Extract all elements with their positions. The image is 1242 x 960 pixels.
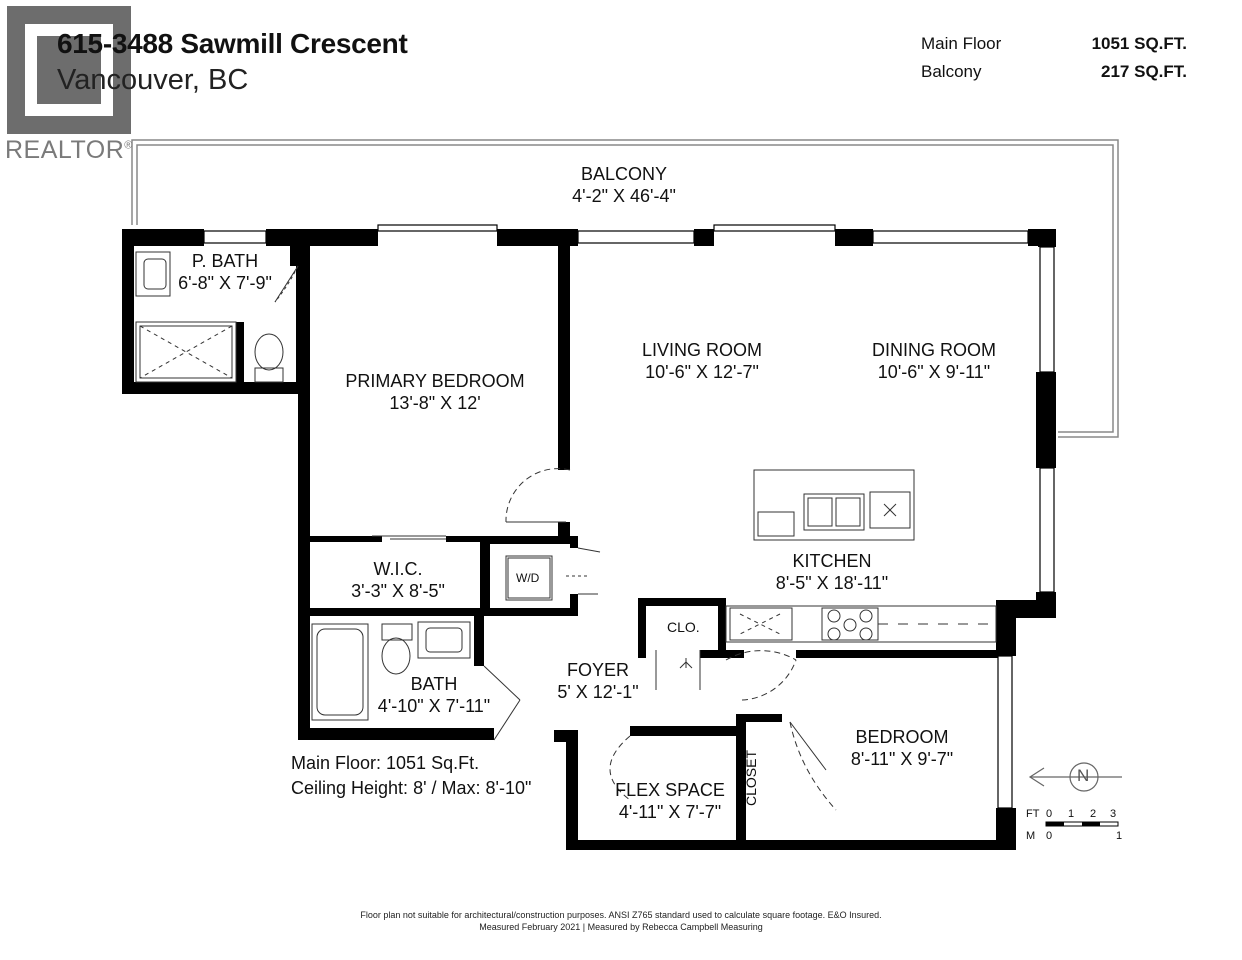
balcony-outline bbox=[131, 139, 1119, 438]
interior-walls bbox=[236, 246, 1006, 844]
room-dims: 8'-5" X 18'-11" bbox=[775, 573, 889, 593]
area-value-main-floor: 1051 SQ.FT. bbox=[1091, 34, 1187, 53]
wd-fixture bbox=[505, 547, 601, 601]
scale-ft-label: FT bbox=[1026, 808, 1040, 820]
room-dims: 4'-10" X 7'-11" bbox=[377, 696, 491, 716]
room-name: PRIMARY BEDROOM bbox=[345, 371, 525, 391]
door-swings bbox=[274, 265, 837, 811]
room-name: BALCONY bbox=[580, 164, 668, 184]
room-name: P. BATH bbox=[191, 251, 259, 271]
measured-by-text: Measured February 2021 | Measured by Reb… bbox=[479, 922, 763, 932]
closet-vertical-label: CLOSET bbox=[743, 749, 759, 806]
scale-ft-tick: 3 bbox=[1110, 808, 1117, 820]
closet-label: CLO. bbox=[667, 619, 700, 635]
room-name: W.I.C. bbox=[373, 559, 423, 579]
realtor-wordmark: REALTOR® bbox=[5, 136, 133, 164]
page-subtitle: Vancouver, BC bbox=[57, 64, 249, 96]
exterior-walls bbox=[122, 229, 1056, 850]
realtor-logo bbox=[7, 6, 131, 134]
scale-m-tick: 0 bbox=[1046, 830, 1053, 842]
scale-m-tick: 1 bbox=[1116, 830, 1123, 842]
kitchen-fixtures bbox=[725, 469, 997, 643]
scale-ft-tick: 0 bbox=[1046, 808, 1053, 820]
room-name: FLEX SPACE bbox=[615, 780, 725, 800]
area-label-main-floor: Main Floor bbox=[921, 34, 1002, 53]
wd-label: W/D bbox=[516, 571, 540, 585]
page-title: 615-3488 Sawmill Crescent bbox=[57, 28, 408, 59]
room-name: FOYER bbox=[566, 660, 629, 680]
room-name: LIVING ROOM bbox=[641, 340, 763, 360]
ceiling-height-info: Ceiling Height: 8' / Max: 8'-10" bbox=[291, 778, 532, 798]
main-floor-info: Main Floor: 1051 Sq.Ft. bbox=[291, 753, 480, 773]
room-dims: 8'-11" X 9'-7" bbox=[850, 749, 954, 769]
room-name: BEDROOM bbox=[855, 727, 949, 747]
room-dims: 4'-11" X 7'-7" bbox=[618, 802, 722, 822]
north-icon: N bbox=[1077, 766, 1090, 785]
room-dims: 10'-6" X 9'-11" bbox=[877, 362, 991, 382]
scale-ft-tick: 1 bbox=[1068, 808, 1075, 820]
room-dims: 3'-3" X 8'-5" bbox=[351, 581, 445, 601]
pbath-fixtures bbox=[135, 251, 284, 383]
room-dims: 13'-8" X 12' bbox=[389, 393, 481, 413]
scale-bar bbox=[1045, 821, 1119, 827]
room-dims: 4'-2" X 46'-4" bbox=[572, 186, 676, 206]
room-dims: 10'-6" X 12'-7" bbox=[645, 362, 759, 382]
scale-m-label: M bbox=[1026, 830, 1036, 842]
area-label-balcony: Balcony bbox=[921, 62, 982, 81]
room-name: DINING ROOM bbox=[872, 340, 996, 360]
windows bbox=[203, 224, 1055, 809]
closet-details bbox=[655, 650, 701, 690]
disclaimer-text: Floor plan not suitable for architectura… bbox=[360, 910, 882, 920]
room-wic: W.I.C.3'-3" X 8'-5" bbox=[351, 558, 445, 602]
bath-fixtures bbox=[311, 621, 471, 721]
room-dims: 6'-8" X 7'-9" bbox=[178, 273, 272, 293]
room-dims: 5' X 12'-1" bbox=[557, 682, 639, 702]
compass-arrow bbox=[1028, 762, 1122, 792]
room-name: KITCHEN bbox=[792, 551, 872, 571]
area-value-balcony: 217 SQ.FT. bbox=[1101, 62, 1187, 81]
scale-ft-tick: 2 bbox=[1090, 808, 1097, 820]
room-name: BATH bbox=[410, 674, 458, 694]
